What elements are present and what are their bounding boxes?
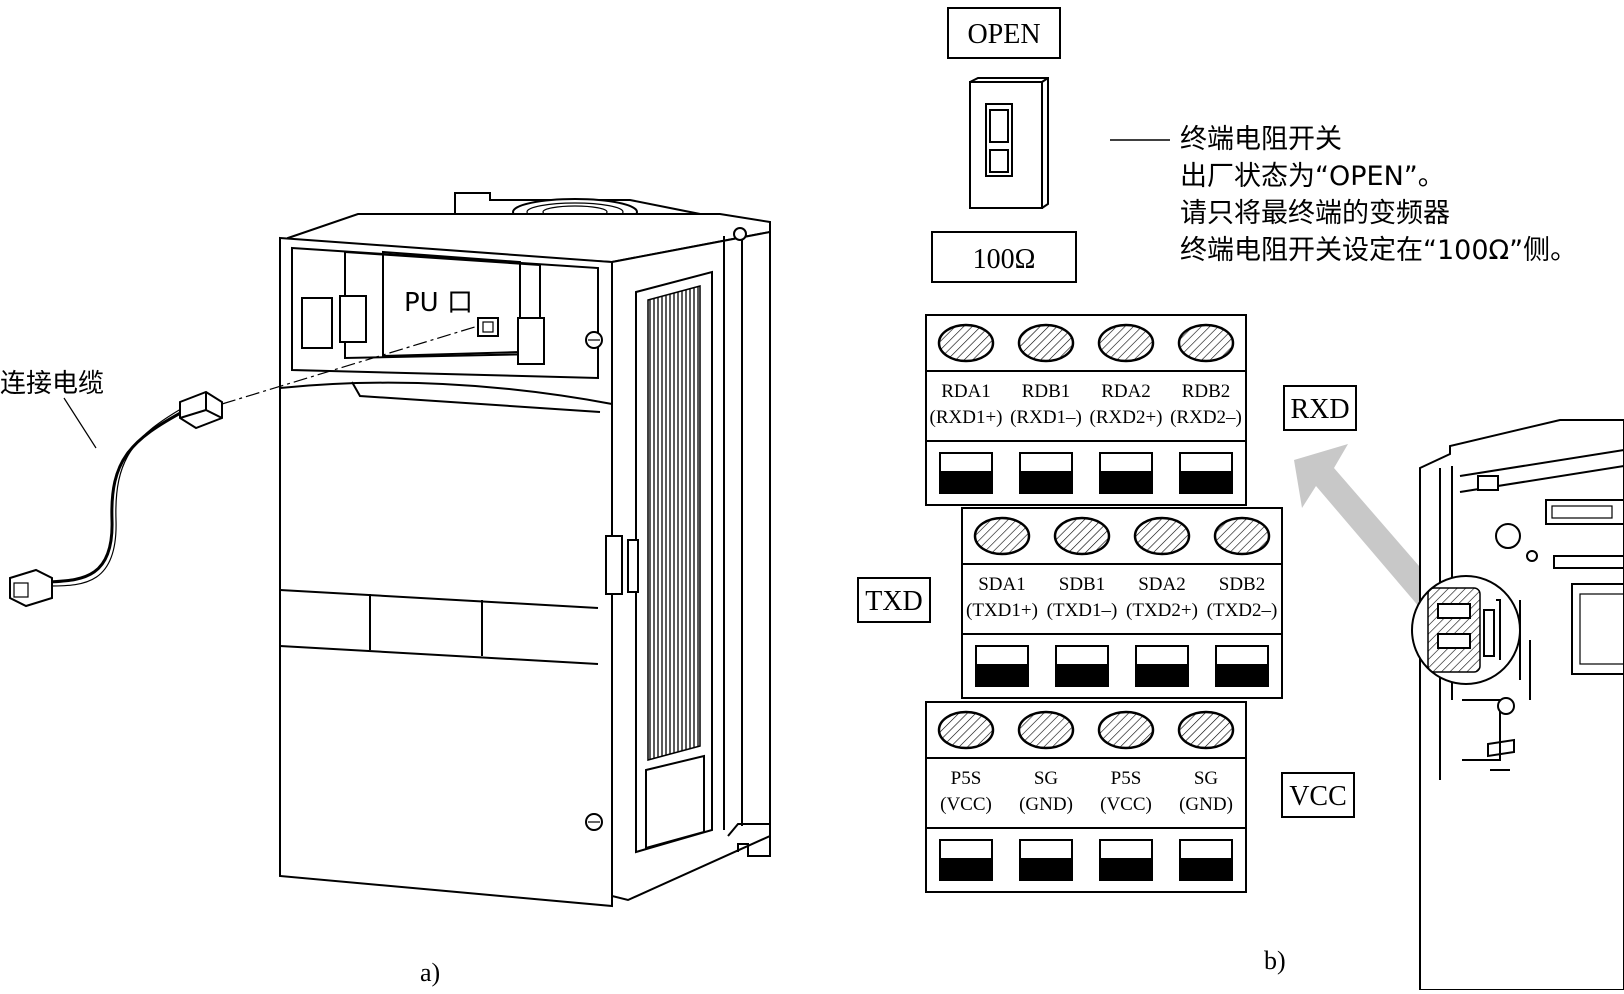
terminal-signal: (RXD2–) [1170, 407, 1242, 428]
terminal-signal: (TXD1–) [1047, 600, 1118, 621]
terminal-clamp-fill [1100, 858, 1152, 880]
terminal-screw-icon [973, 516, 1031, 556]
switch-note-line: 请只将最终端的变频器 [1180, 198, 1450, 229]
open-label: OPEN [967, 19, 1040, 50]
group-label: TXD [865, 586, 923, 617]
terminal-block-rxd: RDA1 (RXD1+) RDB1 (RXD1–) RDA2 (RXD2+) RDB2 (RX… [925, 314, 1357, 506]
terminal-name: RDA2 [1101, 381, 1151, 402]
terminal-screw-icon [1017, 323, 1075, 363]
group-label: VCC [1289, 781, 1347, 812]
terminal-name: RDB2 [1182, 381, 1231, 402]
terminal-blocks: RDA1 (RXD1+) RDB1 (RXD1–) RDA2 (RXD2+) RDB2 (RX… [857, 314, 1357, 893]
terminal-clamp-fill [1020, 858, 1072, 880]
terminal-name: SDA2 [1138, 574, 1186, 595]
switch-note: 终端电阻开关出厂状态为“OPEN”。请只将最终端的变频器终端电阻开关设定在“10… [1180, 124, 1577, 266]
switch-note-line: 终端电阻开关设定在“100Ω”侧。 [1180, 235, 1577, 266]
terminal-signal: (RXD1–) [1010, 407, 1082, 428]
terminal-clamp-fill [1136, 664, 1188, 686]
inverter-drawing [9, 192, 771, 908]
switch-note-line: 终端电阻开关 [1180, 124, 1342, 155]
resistor-box [931, 231, 1077, 283]
caption-a: a) [420, 958, 440, 987]
terminal-name: P5S [951, 768, 982, 789]
terminal-screw-icon [1017, 710, 1075, 750]
terminal-screw-icon [1097, 323, 1155, 363]
group-label: RXD [1290, 394, 1349, 425]
terminal-clamp-fill [940, 858, 992, 880]
terminal-signal: (TXD1+) [966, 600, 1038, 621]
group-label-box [1283, 385, 1357, 431]
terminal-signal: (VCC) [1100, 794, 1152, 815]
terminal-clamp-fill [976, 664, 1028, 686]
terminal-name: RDB1 [1022, 381, 1071, 402]
terminal-name: SG [1194, 768, 1219, 789]
terminal-clamp-fill [1216, 664, 1268, 686]
cable-label: 连接电缆 [0, 369, 104, 399]
terminal-screw-icon [1213, 516, 1271, 556]
terminal-screw-icon [1053, 516, 1111, 556]
terminal-clamp-fill [1180, 858, 1232, 880]
terminal-name: RDA1 [941, 381, 991, 402]
terminal-name: SDB2 [1219, 574, 1265, 595]
terminal-signal: (RXD2+) [1090, 407, 1163, 428]
switch-note-line: 出厂状态为“OPEN”。 [1180, 161, 1445, 192]
terminal-screw-icon [937, 710, 995, 750]
group-label-box [857, 577, 931, 623]
terminal-name: SDB1 [1059, 574, 1105, 595]
inverter-detail-inset [1411, 419, 1624, 991]
terminal-block-vcc: P5S (VCC) SG (GND) P5S (VCC) SG (GND) VCC [925, 701, 1355, 893]
resistor-label: 100Ω [973, 244, 1036, 275]
open-box [947, 7, 1061, 59]
terminal-signal: (VCC) [940, 794, 992, 815]
pu-port-label: PU 口 [404, 288, 473, 318]
termination-switch [931, 7, 1170, 283]
group-label-box [1281, 772, 1355, 818]
terminal-signal: (RXD1+) [930, 407, 1003, 428]
terminal-signal: (TXD2+) [1126, 600, 1198, 621]
caption-b: b) [1264, 946, 1286, 975]
terminal-block-txd: SDA1 (TXD1+) SDB1 (TXD1–) SDA2 (TXD2+) SDB2 (TX… [857, 507, 1283, 699]
pointer-arrow [1294, 444, 1452, 622]
terminal-clamp-fill [940, 471, 992, 493]
terminal-screw-icon [1177, 710, 1235, 750]
terminal-signal: (GND) [1019, 794, 1073, 815]
terminal-name: P5S [1111, 768, 1142, 789]
terminal-screw-icon [1177, 323, 1235, 363]
terminal-clamp-fill [1100, 471, 1152, 493]
terminal-clamp-fill [1020, 471, 1072, 493]
terminal-signal: (TXD2–) [1207, 600, 1278, 621]
terminal-clamp-fill [1180, 471, 1232, 493]
terminal-clamp-fill [1056, 664, 1108, 686]
terminal-screw-icon [1133, 516, 1191, 556]
terminal-screw-icon [937, 323, 995, 363]
terminal-name: SDA1 [978, 574, 1026, 595]
terminal-name: SG [1034, 768, 1059, 789]
pu-port [477, 317, 499, 337]
terminal-screw-icon [1097, 710, 1155, 750]
terminal-signal: (GND) [1179, 794, 1233, 815]
